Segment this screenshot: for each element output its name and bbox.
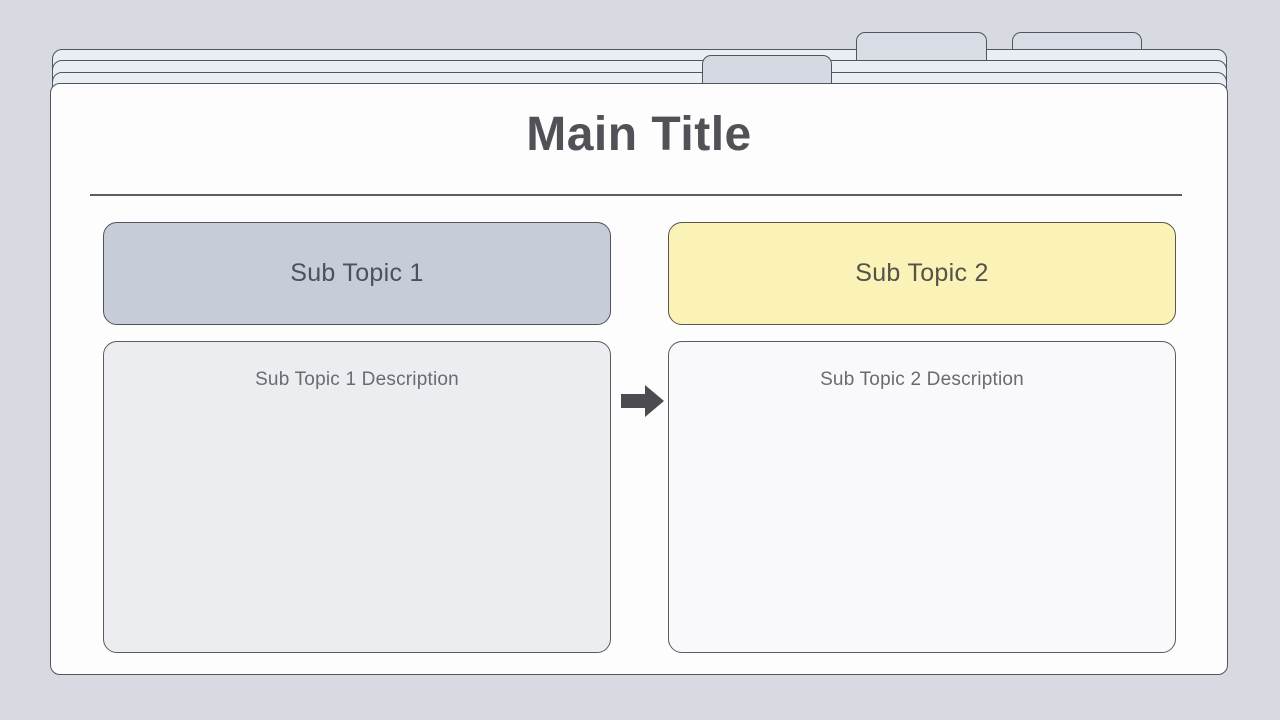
subtopic-2-description-text: Sub Topic 2 Description xyxy=(820,369,1024,390)
subtopic-2-description-box: Sub Topic 2 Description xyxy=(668,341,1176,653)
subtopic-1-label: Sub Topic 1 xyxy=(290,259,424,287)
subtopic-2-label: Sub Topic 2 xyxy=(855,259,989,287)
subtopic-1-description-text: Sub Topic 1 Description xyxy=(255,369,459,390)
right-arrow-icon xyxy=(621,385,664,417)
subtopic-1-description-box: Sub Topic 1 Description xyxy=(103,341,611,653)
title-divider xyxy=(90,194,1182,196)
subtopic-1-header: Sub Topic 1 xyxy=(103,222,611,325)
subtopic-2-header: Sub Topic 2 xyxy=(668,222,1176,325)
page-title: Main Title xyxy=(526,108,752,161)
